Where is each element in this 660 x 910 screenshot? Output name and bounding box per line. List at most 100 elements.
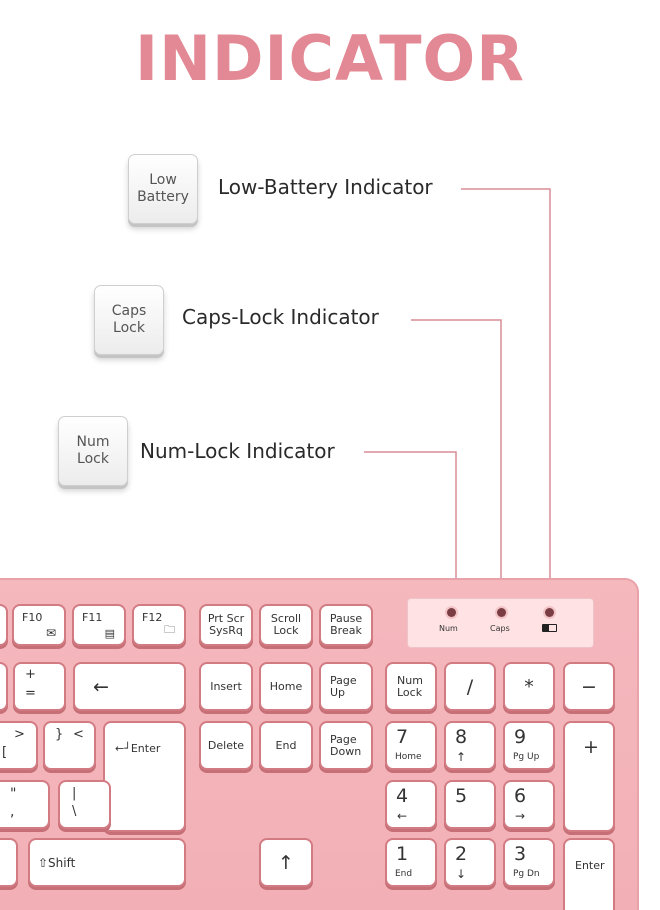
key-num-7-sub-label: Home: [395, 752, 422, 762]
key-num-slash[interactable]: /: [446, 664, 494, 709]
caps-lock-leader-line: [411, 319, 502, 600]
key-bracket-label: [: [2, 745, 8, 760]
key-brace-label: }: [55, 727, 64, 742]
key-gt-label: >: [14, 727, 25, 742]
key-num-star[interactable]: *: [505, 664, 553, 709]
key-num-star-label: *: [524, 675, 534, 698]
num-lock-leader-line: [364, 451, 457, 600]
key-home[interactable]: Home: [261, 664, 311, 709]
key-delete[interactable]: Delete: [201, 723, 251, 768]
key-backspace-label: ←: [93, 675, 109, 698]
key-num-plus[interactable]: +: [565, 723, 613, 830]
key-shift[interactable]: ⇧Shift: [30, 840, 184, 885]
caps-lock-keycap: Caps Lock: [94, 285, 164, 355]
key-enter[interactable]: ←┘Enter: [105, 723, 184, 830]
battery-icon: [542, 624, 557, 632]
key-home-label: Home: [269, 679, 303, 693]
key-plus-label: +: [25, 667, 36, 682]
keyboard: Num Caps F10 ✉ F11 ▤ F12 🗀 Prt Scr SysRq…: [0, 578, 639, 910]
key-num-lock[interactable]: Num Lock: [387, 664, 435, 709]
arrow-left-icon: ←: [397, 809, 408, 823]
key-num-plus-label: +: [583, 736, 599, 758]
key-comma-label: ,: [10, 804, 15, 820]
key-num-3-sub-label: Pg Dn: [513, 869, 540, 879]
key-num-1-sub-label: End: [395, 869, 413, 879]
key-num-7[interactable]: 7 Home: [387, 723, 435, 768]
key-insert-label: Insert: [210, 679, 242, 693]
key-num-8[interactable]: 8 ↑: [446, 723, 494, 768]
key-page-up-label: Page Up: [330, 673, 357, 699]
num-led-label: Num: [439, 624, 458, 633]
num-lock-keycap: Num Lock: [58, 416, 128, 486]
key-f12[interactable]: F12 🗀: [134, 606, 184, 644]
key-num-9[interactable]: 9 Pg Up: [505, 723, 553, 768]
key-num-6-label: 6: [514, 785, 527, 807]
key-pause-break[interactable]: Pause Break: [321, 606, 371, 644]
caps-led-label: Caps: [490, 624, 510, 633]
key-f11-label: F11: [82, 611, 103, 624]
key-num-3-label: 3: [514, 843, 527, 865]
key-pause-break-label: Pause Break: [329, 612, 363, 637]
key-page-down[interactable]: Page Down: [321, 723, 371, 768]
key-num-minus[interactable]: −: [565, 664, 613, 709]
key-backslash-label: \: [72, 804, 77, 819]
key-num-4-label: 4: [396, 785, 409, 807]
key-bracket-left[interactable]: > [: [0, 723, 36, 768]
key-num-5[interactable]: 5: [446, 782, 494, 827]
key-end-label: End: [275, 738, 297, 752]
key-num-7-label: 7: [396, 726, 409, 748]
key-num-3[interactable]: 3 Pg Dn: [505, 840, 553, 885]
key-num-lock-label: Num Lock: [397, 673, 423, 699]
key-num-9-sub-label: Pg Up: [513, 752, 540, 762]
key-num-2-label: 2: [455, 843, 468, 865]
key-num-1-label: 1: [396, 843, 409, 865]
key-quote[interactable]: " ,: [0, 782, 48, 827]
key-backslash[interactable]: | \: [60, 782, 109, 827]
key-f10-label: F10: [22, 611, 43, 624]
key-page-up[interactable]: Page Up: [321, 664, 371, 709]
key-num-8-label: 8: [455, 726, 468, 748]
caps-lock-keycap-label: Caps Lock: [111, 303, 147, 336]
indicator-panel: Num Caps: [407, 598, 594, 648]
key-num-6[interactable]: 6 →: [505, 782, 553, 827]
key-arrow-up-label: ↑: [278, 851, 294, 874]
key-backspace[interactable]: ←: [75, 664, 184, 709]
calculator-icon: ▤: [104, 627, 115, 640]
num-lock-led: [447, 608, 456, 617]
low-battery-led: [545, 608, 554, 617]
low-battery-leader-line: [461, 188, 551, 600]
key-num-5-label: 5: [455, 785, 468, 807]
key-delete-label: Delete: [207, 738, 245, 752]
key-num-2[interactable]: 2 ↓: [446, 840, 494, 885]
caps-lock-led: [497, 608, 506, 617]
key-f9-partial[interactable]: [0, 606, 6, 644]
key-print-screen[interactable]: Prt Scr SysRq: [201, 606, 251, 644]
mail-icon: ✉: [45, 626, 56, 640]
key-equals-label: =: [25, 686, 36, 701]
key-print-screen-label: Prt Scr SysRq: [207, 612, 245, 637]
key-num-enter[interactable]: Enter: [565, 840, 613, 910]
num-lock-keycap-label: Num Lock: [76, 434, 110, 467]
key-num-4[interactable]: 4 ←: [387, 782, 435, 827]
key-bracket-right[interactable]: } <: [45, 723, 94, 768]
key-f10[interactable]: F10 ✉: [14, 606, 64, 644]
key-end[interactable]: End: [261, 723, 311, 768]
key-num-1[interactable]: 1 End: [387, 840, 435, 885]
num-lock-indicator-label: Num-Lock Indicator: [140, 439, 335, 463]
caps-lock-indicator-label: Caps-Lock Indicator: [182, 305, 379, 329]
key-scroll-lock[interactable]: Scroll Lock: [261, 606, 311, 644]
key-num-minus-label: −: [581, 675, 597, 698]
key-arrow-up[interactable]: ↑: [261, 840, 311, 885]
key-num-enter-label: Enter: [575, 859, 605, 872]
key-enter-label: ←┘Enter: [115, 742, 161, 755]
key-plus-equals[interactable]: + =: [15, 664, 64, 709]
page-title: INDICATOR: [135, 22, 525, 95]
key-insert[interactable]: Insert: [201, 664, 251, 709]
key-f11[interactable]: F11 ▤: [74, 606, 124, 644]
arrow-down-icon: ↓: [456, 867, 467, 881]
key-partial-left-row5[interactable]: [0, 840, 16, 885]
key-num-slash-label: /: [466, 675, 474, 698]
key-f12-label: F12: [142, 611, 163, 624]
key-partial-left-row2[interactable]: [0, 664, 6, 709]
